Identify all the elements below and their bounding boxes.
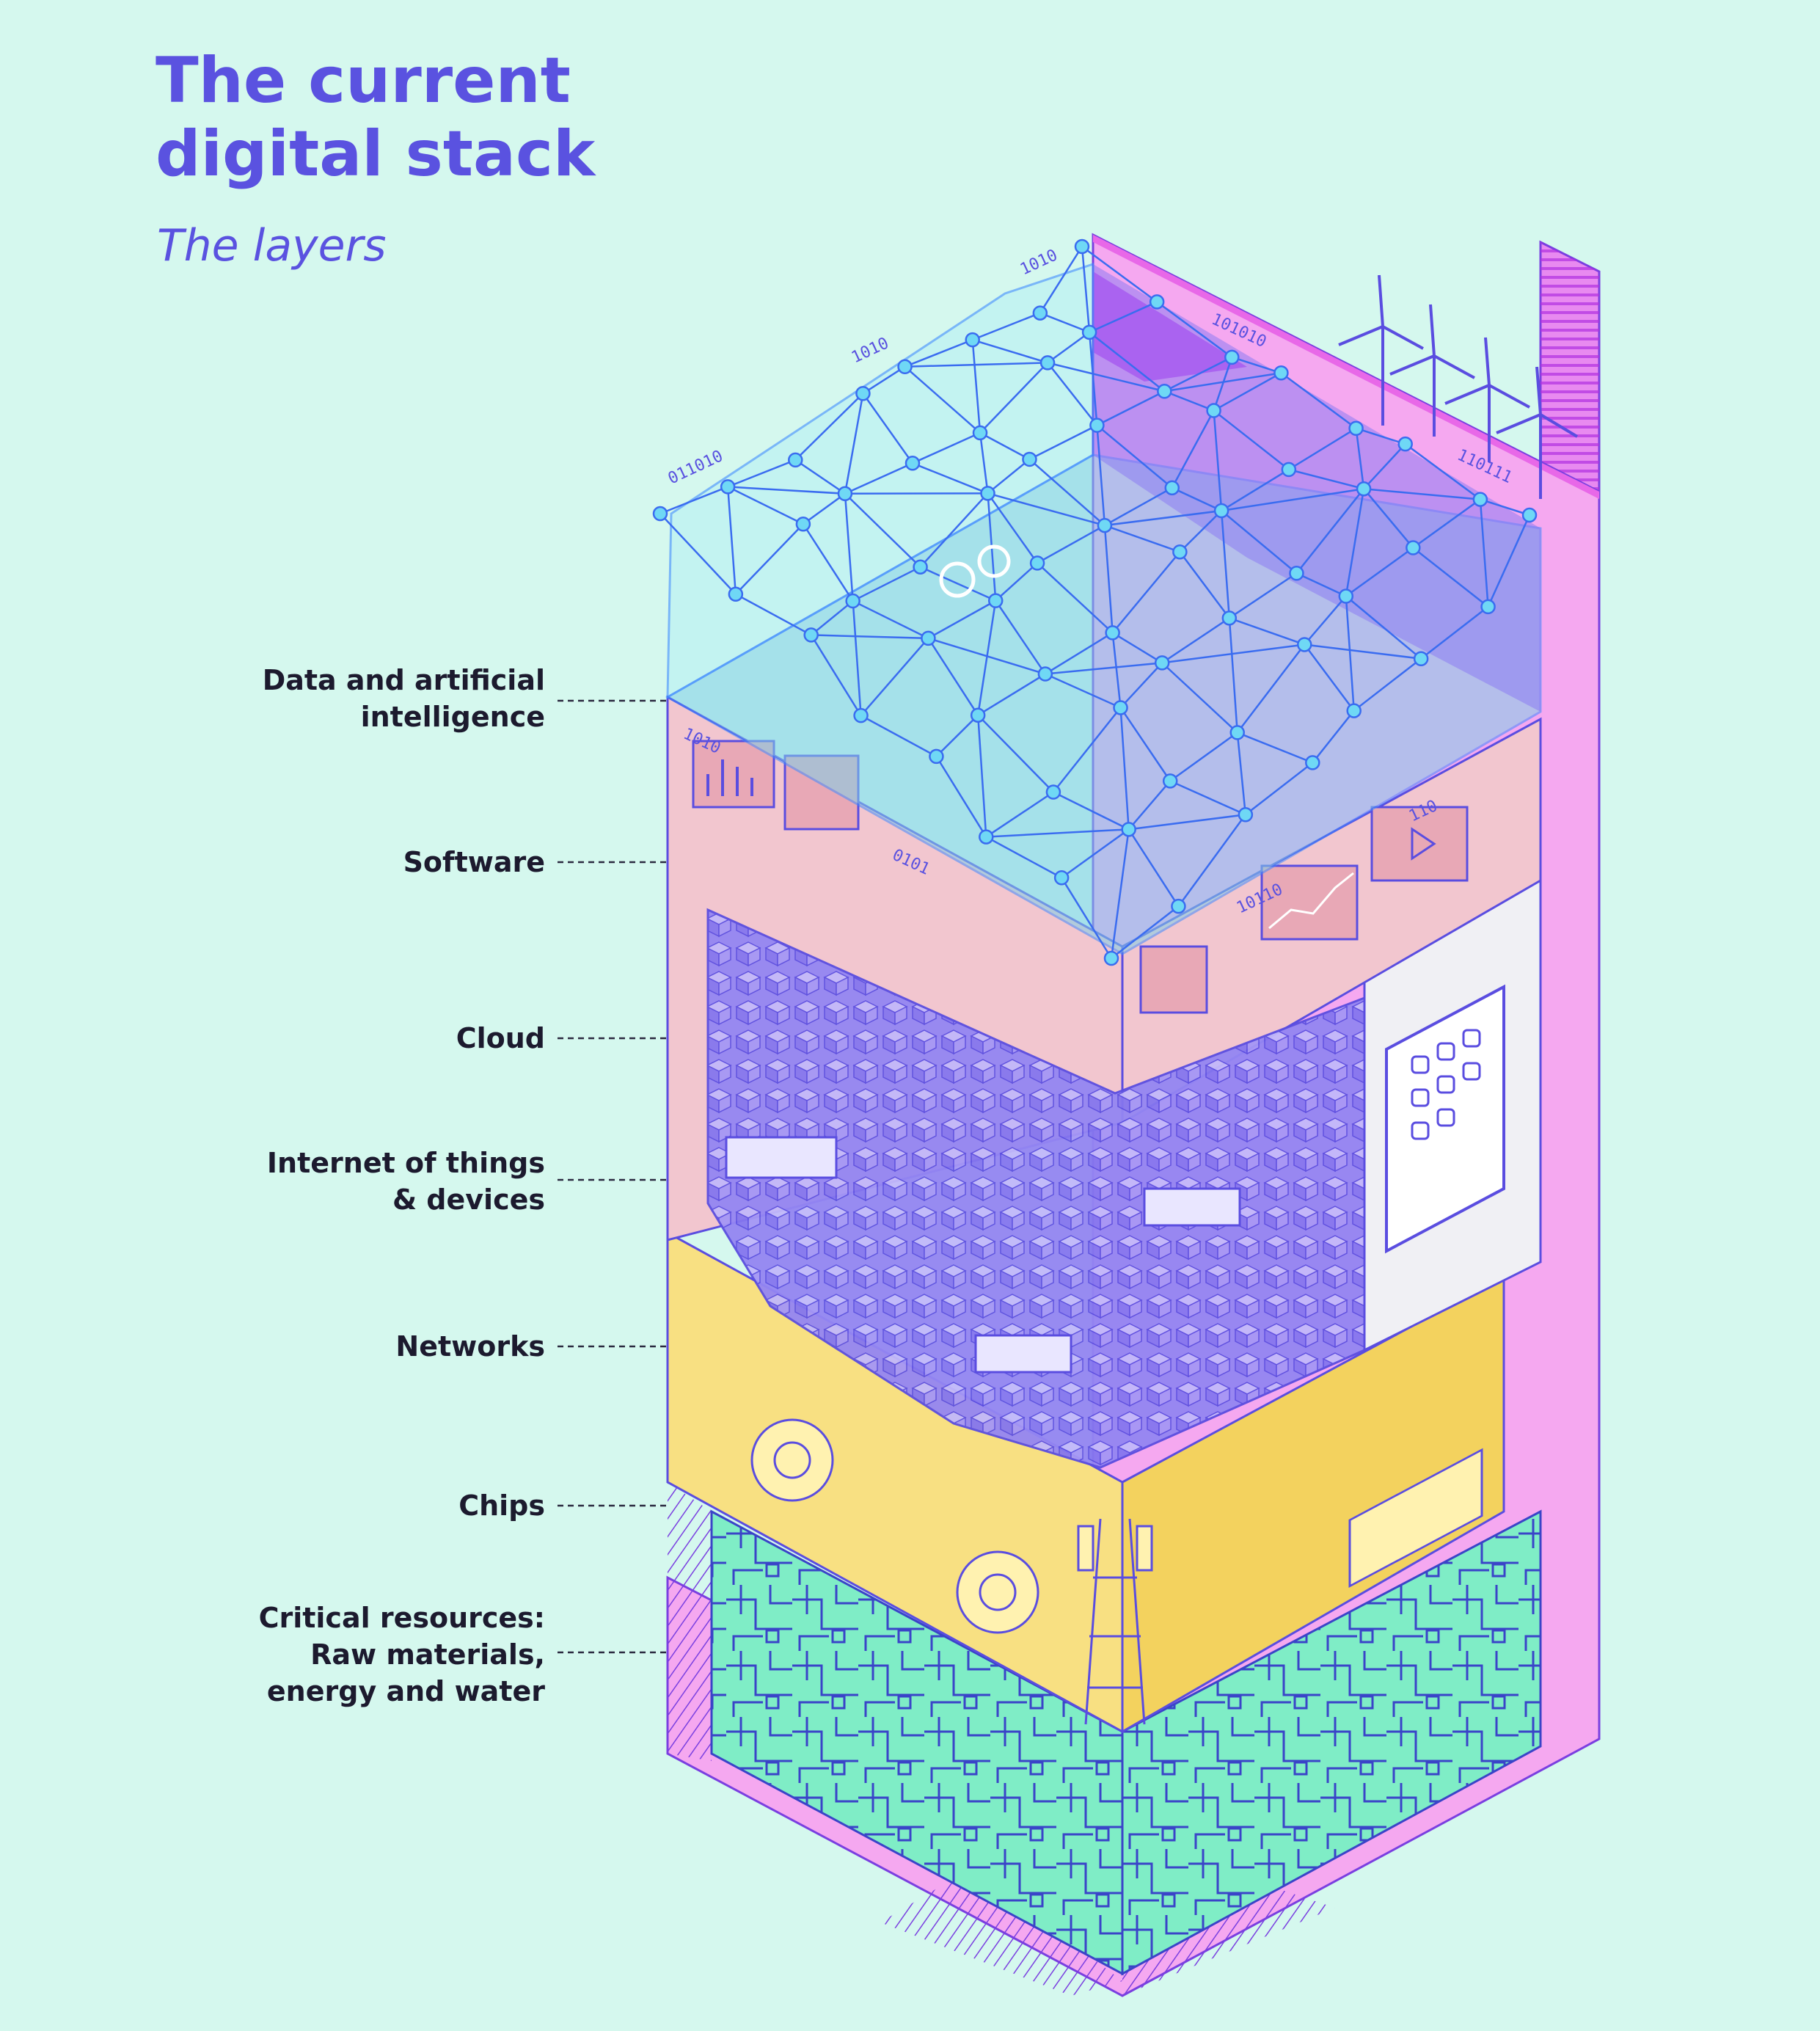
mesh-node [973, 426, 987, 440]
leader-lines [558, 701, 666, 1652]
mesh-node [1306, 756, 1319, 769]
mesh-node [914, 561, 927, 574]
line-chart-panel [1262, 866, 1357, 939]
mesh-node [1290, 566, 1303, 580]
mesh-node [1357, 482, 1370, 495]
mesh-node [856, 387, 869, 400]
mesh-node [899, 360, 912, 373]
mesh-node [1348, 704, 1361, 718]
mesh-node [1023, 453, 1036, 466]
mesh-node [989, 594, 1002, 608]
mesh-node [1482, 600, 1495, 613]
mesh-node [1239, 808, 1252, 821]
mesh-node [1075, 240, 1089, 253]
binary-label: 1010 [849, 334, 892, 367]
mesh-node [1106, 626, 1119, 639]
mesh-node [1150, 295, 1163, 308]
mesh-node [1282, 463, 1295, 476]
cable-drum-icon [957, 1552, 1038, 1633]
mesh-node [929, 750, 943, 763]
mesh-node [1215, 504, 1228, 517]
mesh-node [1274, 366, 1287, 379]
mesh-node [654, 507, 667, 520]
mesh-node [982, 486, 995, 500]
mesh-node [1350, 422, 1363, 435]
mesh-node [1114, 701, 1128, 714]
mesh-node [1163, 774, 1177, 787]
mesh-node [1173, 545, 1186, 558]
cable-drum-icon [752, 1420, 833, 1501]
mesh-node [1207, 404, 1221, 417]
mesh-node [729, 588, 742, 601]
mesh-node [1105, 952, 1118, 965]
mesh-node [1055, 871, 1068, 884]
mesh-node [1034, 307, 1047, 320]
mesh-node [906, 456, 919, 470]
mesh-node [1098, 519, 1111, 532]
mesh-node [971, 709, 984, 722]
binary-label: 1010 [1017, 246, 1061, 279]
server-rack-icon [976, 1335, 1071, 1372]
server-rack-icon [1144, 1189, 1240, 1225]
mesh-node [1223, 611, 1236, 624]
mesh-node [1158, 384, 1171, 398]
mesh-node [847, 594, 860, 608]
mesh-node [1414, 652, 1428, 666]
mesh-node [1406, 542, 1419, 555]
mesh-node [1340, 589, 1353, 602]
mesh-node [1399, 437, 1412, 451]
mesh-node [805, 628, 818, 641]
mesh-node [789, 453, 802, 467]
mesh-node [1172, 900, 1185, 913]
mesh-node [797, 517, 810, 530]
mesh-node [1231, 726, 1244, 739]
mesh-node [855, 709, 868, 722]
server-rack-icon [726, 1137, 836, 1178]
binary-label: 011010 [665, 447, 726, 488]
mesh-node [1039, 668, 1052, 681]
mesh-node [1298, 638, 1311, 651]
mesh-node [1090, 419, 1103, 432]
mesh-node [1122, 823, 1136, 836]
mesh-node [721, 480, 734, 493]
mesh-node [1041, 356, 1054, 369]
mesh-node [1031, 556, 1044, 569]
mesh-node [979, 831, 993, 844]
mesh-node [921, 632, 935, 645]
thumbs-up-icon [1141, 947, 1207, 1013]
mesh-node [1166, 481, 1179, 495]
mesh-node [838, 487, 852, 500]
mesh-node [1083, 326, 1096, 339]
mesh-node [966, 333, 979, 346]
mesh-node [1155, 656, 1169, 669]
mesh-node [1474, 493, 1487, 506]
mesh-node [1047, 786, 1060, 799]
mesh-node [1523, 508, 1536, 522]
mesh-node [1225, 351, 1238, 364]
